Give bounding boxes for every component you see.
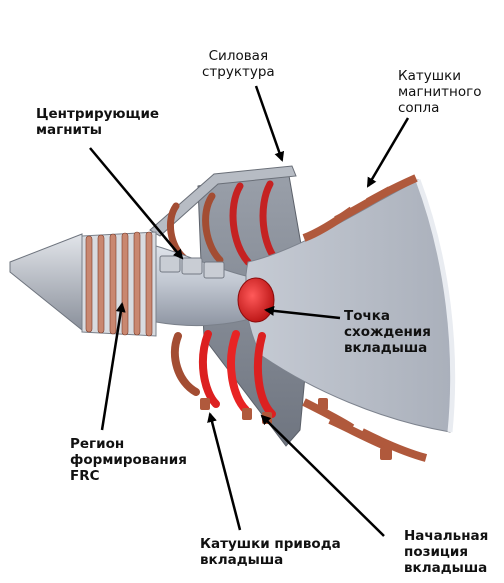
- arrow-nozzle-coils: [366, 117, 410, 188]
- label-centering-magnets: Центрирующие магниты: [36, 106, 160, 138]
- arrow-start-position: [260, 414, 385, 537]
- label-frc-region: Регион формирования FRC: [70, 436, 187, 484]
- power-structure-frame: [149, 165, 297, 237]
- arrow-power-structure: [254, 85, 285, 162]
- label-convergence-point: Точка схождения вкладыша: [344, 308, 431, 356]
- arrow-convergence-point: [264, 305, 341, 320]
- label-nozzle-coils: Катушки магнитного сопла: [398, 68, 482, 116]
- arrow-drive-coils: [207, 412, 242, 531]
- pointer-arrows: [89, 85, 410, 537]
- drive-coils: [170, 330, 276, 418]
- label-power-structure: Силовая структура: [202, 48, 275, 80]
- centering-magnets: [159, 255, 225, 279]
- label-start-position: Начальная позиция вкладыша: [404, 528, 489, 576]
- label-drive-coils: Катушки привода вкладыша: [200, 536, 341, 568]
- arrow-frc-region: [100, 302, 126, 431]
- frc-coil-stripes: [85, 231, 153, 337]
- nozzle-coils: [302, 174, 428, 462]
- nose-cone: [9, 233, 83, 332]
- liner-convergence: [237, 277, 275, 323]
- arrow-centering-magnets: [89, 147, 184, 260]
